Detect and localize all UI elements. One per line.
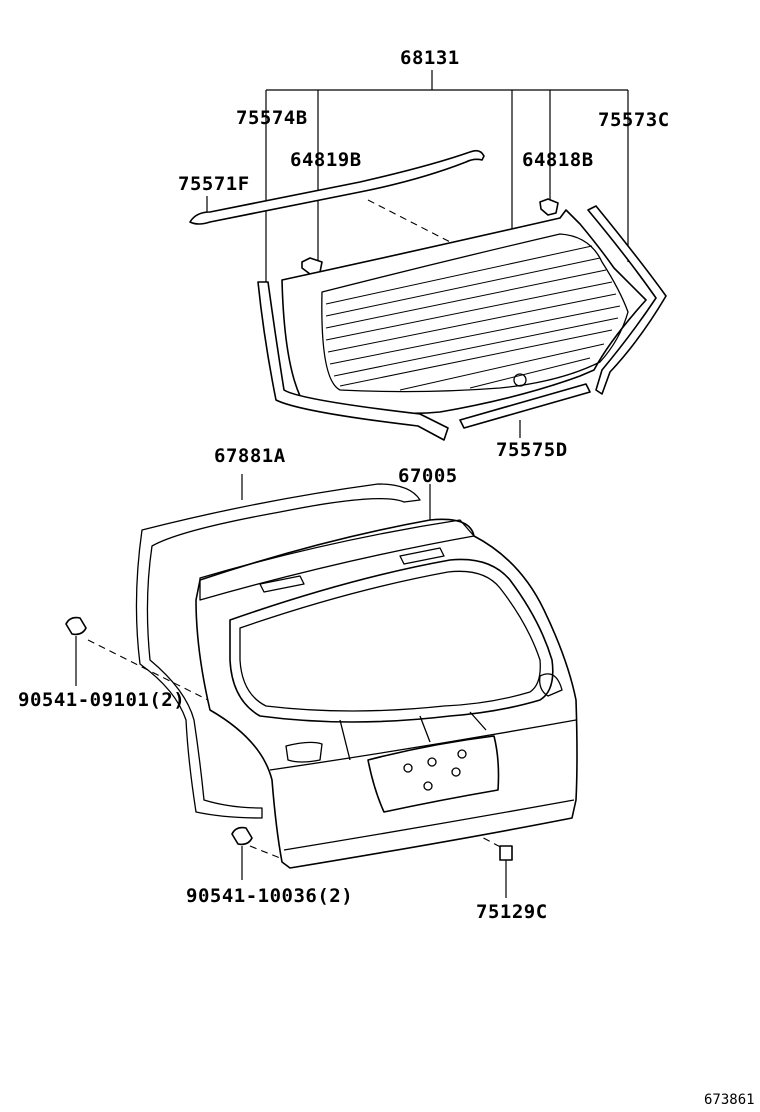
door-lamp-right [539,673,563,697]
door-bottom-crease [283,799,575,851]
plate-75129C [499,845,513,861]
door-hinge-detail [259,547,445,593]
weatherstrip-67881A [135,483,421,819]
label-90541-10036: 90541-10036(2) [186,885,353,907]
cushion-90541-09101 [65,616,87,636]
label-64818B: 64818B [522,149,594,171]
door-inner-frame [339,711,487,761]
label-90541-09101: 90541-09101(2) [18,689,185,711]
door-window-opening [229,558,554,723]
molding-75574B [257,281,449,441]
wiper-hole [513,373,527,387]
defroster-lines [325,245,621,391]
part-labels: 68131 75574B 75573C 64819B 64818B 75571F… [18,47,755,1108]
label-75573C: 75573C [598,109,670,131]
label-75571F: 75571F [178,173,250,195]
back-door-glass-assembly [189,149,667,441]
door-lamp-left [285,741,323,763]
label-75574B: 75574B [236,107,308,129]
label-64819B: 64819B [290,149,362,171]
label-75575D: 75575D [496,439,568,461]
door-lower-crease [269,719,577,771]
diagram-code: 673861 [704,1092,755,1108]
leader-lines-upper [206,70,629,438]
molding-75571F [189,149,485,225]
label-67881A: 67881A [214,445,286,467]
glass-defroster-area [321,233,629,393]
small-parts [65,616,513,861]
molding-75573C [587,205,667,395]
label-75129C: 75129C [476,901,548,923]
label-68131: 68131 [400,47,460,69]
molding-75575D [459,383,591,429]
cushion-90541-10036 [231,826,253,846]
door-top-band [199,519,475,601]
back-door-assembly [135,483,578,869]
label-67005: 67005 [398,465,458,487]
door-window-inner [239,570,541,712]
clip-64818B [539,198,559,216]
